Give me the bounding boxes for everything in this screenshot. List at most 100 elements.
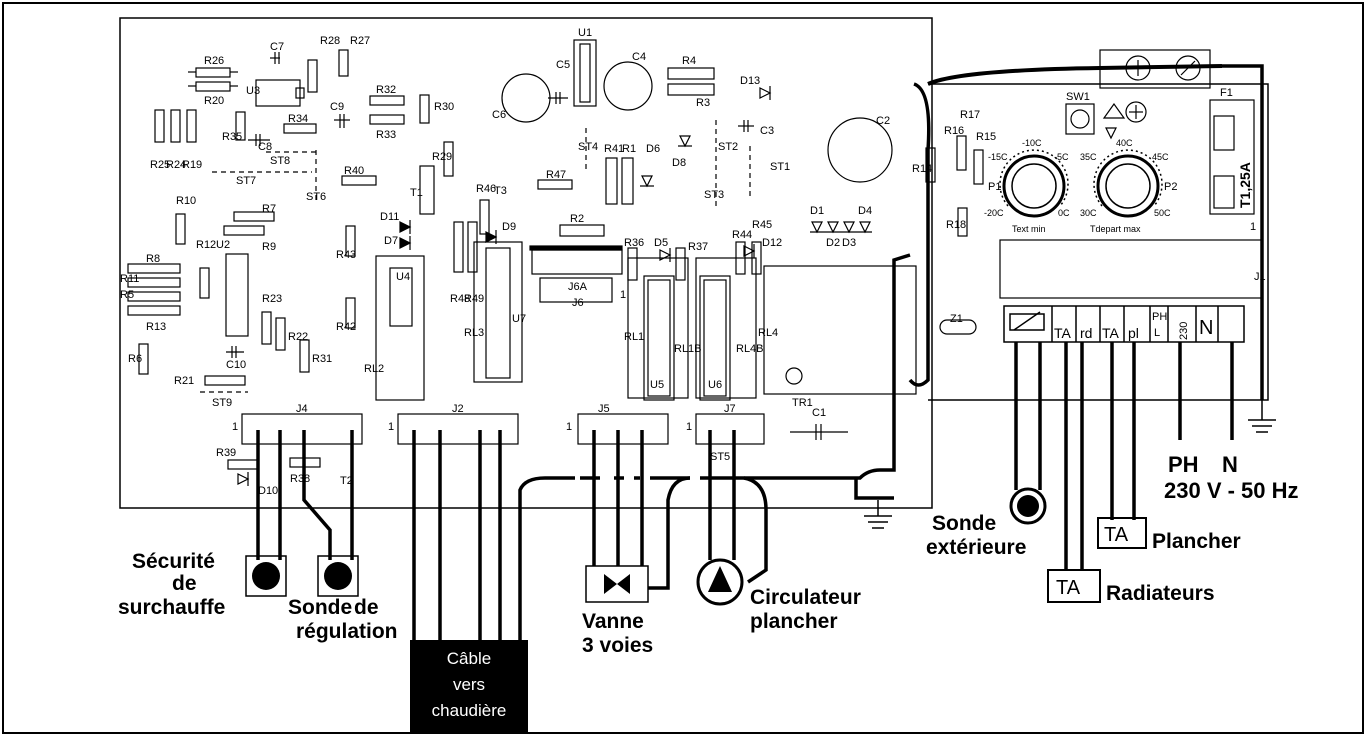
regulation-line3: régulation xyxy=(296,620,398,643)
regulation-sensor-icon xyxy=(324,562,352,590)
ta-radiators-box-frame xyxy=(1047,569,1101,603)
label-c3: C3 xyxy=(760,125,774,137)
label-r15: R15 xyxy=(976,131,996,143)
label-rl2: RL2 xyxy=(364,363,384,375)
pin1-j1: 1 xyxy=(1250,221,1256,233)
connector-blocks xyxy=(241,413,765,445)
outdoor-sensor-line2: extérieure xyxy=(926,536,1026,559)
valve-line1: Vanne xyxy=(582,610,644,633)
regulation-line1: Sonde xyxy=(288,596,352,619)
label-sw1: SW1 xyxy=(1066,91,1090,103)
label-d10: D10 xyxy=(258,485,278,497)
label-c2: C2 xyxy=(876,115,890,127)
overheat-sensor-icon xyxy=(252,562,280,590)
label-u5: U5 xyxy=(650,379,664,391)
label-t3: T3 xyxy=(494,185,507,197)
p2-tick-50: 50C xyxy=(1154,208,1171,218)
label-r3: R3 xyxy=(696,97,710,109)
p2-tick-35: 35C xyxy=(1080,152,1097,162)
label-st6: ST6 xyxy=(306,191,326,203)
label-r38: R38 xyxy=(290,473,310,485)
label-r45: R45 xyxy=(752,219,772,231)
pin1-j2: 1 xyxy=(388,421,394,433)
terminal-labels: TA rd TA pl PH L 230 N xyxy=(1054,311,1213,341)
label-c1: C1 xyxy=(812,407,826,419)
label-j7: J7 xyxy=(724,403,736,415)
overheat-sensor-box xyxy=(245,555,287,597)
wiring xyxy=(256,64,1264,640)
cable-line2: vers xyxy=(453,675,485,694)
p2-tick-45: 45C xyxy=(1152,152,1169,162)
label-u3: U3 xyxy=(246,85,260,97)
terminal-block xyxy=(1003,305,1245,343)
label-u6: U6 xyxy=(708,379,722,391)
label-j2: J2 xyxy=(452,403,464,415)
term-l: L xyxy=(1154,327,1160,339)
resistor-symbols xyxy=(127,49,984,470)
p1-tick-minus5: -5C xyxy=(1054,152,1069,162)
valve-icon-left xyxy=(604,574,617,594)
label-c7: C7 xyxy=(270,41,284,53)
label-st7: ST7 xyxy=(236,175,256,187)
label-r40: R40 xyxy=(344,165,364,177)
label-r43: R43 xyxy=(336,249,356,261)
label-j5: J5 xyxy=(598,403,610,415)
circulator-pump-icon xyxy=(708,566,732,592)
p2-tick-40: 40C xyxy=(1116,138,1133,148)
label-p2: P2 xyxy=(1164,181,1177,193)
field-devices xyxy=(245,487,1147,734)
label-r26: R26 xyxy=(204,55,224,67)
label-r31: R31 xyxy=(312,353,332,365)
p1-tick-0: 0C xyxy=(1058,208,1070,218)
label-r25: R25 xyxy=(150,159,170,171)
p1-tick-minus20: -20C xyxy=(984,208,1004,218)
label-r17: R17 xyxy=(960,109,980,121)
label-r4: R4 xyxy=(682,55,696,67)
label-r9: R9 xyxy=(262,241,276,253)
outdoor-sensor-ring xyxy=(1009,487,1047,525)
capacitor-symbols xyxy=(226,52,893,440)
label-r5: R5 xyxy=(120,289,134,301)
label-r21: R21 xyxy=(174,375,194,387)
top-ground-wire xyxy=(927,64,1223,86)
label-r47: R47 xyxy=(546,169,566,181)
label-st1: ST1 xyxy=(770,161,790,173)
term-pl: pl xyxy=(1128,325,1139,341)
p1-tick-minus10: -10C xyxy=(1022,138,1042,148)
annotations: PH N 230 V - 50 Hz Sonde extérieure TA P… xyxy=(118,452,1299,720)
label-r27: R27 xyxy=(350,35,370,47)
p2-title: Tdepart max xyxy=(1090,224,1141,234)
cable-block xyxy=(410,640,528,734)
label-u1: U1 xyxy=(578,27,592,39)
label-r20: R20 xyxy=(204,95,224,107)
circulator-line1: Circulateur xyxy=(750,586,861,609)
label-r24: R24 xyxy=(166,159,186,171)
ta-floor-label: Plancher xyxy=(1152,530,1241,553)
label-r10: R10 xyxy=(176,195,196,207)
label-st5: ST5 xyxy=(710,451,730,463)
power-board-outline xyxy=(928,83,1269,401)
label-st3: ST3 xyxy=(704,189,724,201)
label-r19: R19 xyxy=(182,159,202,171)
label-r8: R8 xyxy=(146,253,160,265)
term-ph: PH xyxy=(1152,311,1167,323)
label-st9: ST9 xyxy=(212,397,232,409)
overheat-line1: Sécurité xyxy=(132,550,215,573)
label-r32: R32 xyxy=(376,84,396,96)
label-r44: R44 xyxy=(732,229,752,241)
label-d13: D13 xyxy=(740,75,760,87)
label-r33: R33 xyxy=(376,129,396,141)
term-230: 230 xyxy=(1178,322,1190,340)
label-j6a: J6A xyxy=(568,281,588,293)
label-z1: Z1 xyxy=(950,313,963,325)
label-r12: R12 xyxy=(196,239,216,251)
label-r49: R49 xyxy=(464,293,484,305)
label-d4: D4 xyxy=(858,205,872,217)
cable-line1: Câble xyxy=(447,649,491,668)
component-labels: R26 R20 R28 R27 R32 R33 R30 R35 R34 R25 … xyxy=(120,27,1266,497)
ta-floor-box: TA xyxy=(1104,524,1129,546)
ground-symbols xyxy=(864,400,1276,529)
label-j6: J6 xyxy=(572,297,584,309)
outdoor-sensor-icon xyxy=(1017,495,1039,517)
label-r48: R48 xyxy=(450,293,470,305)
